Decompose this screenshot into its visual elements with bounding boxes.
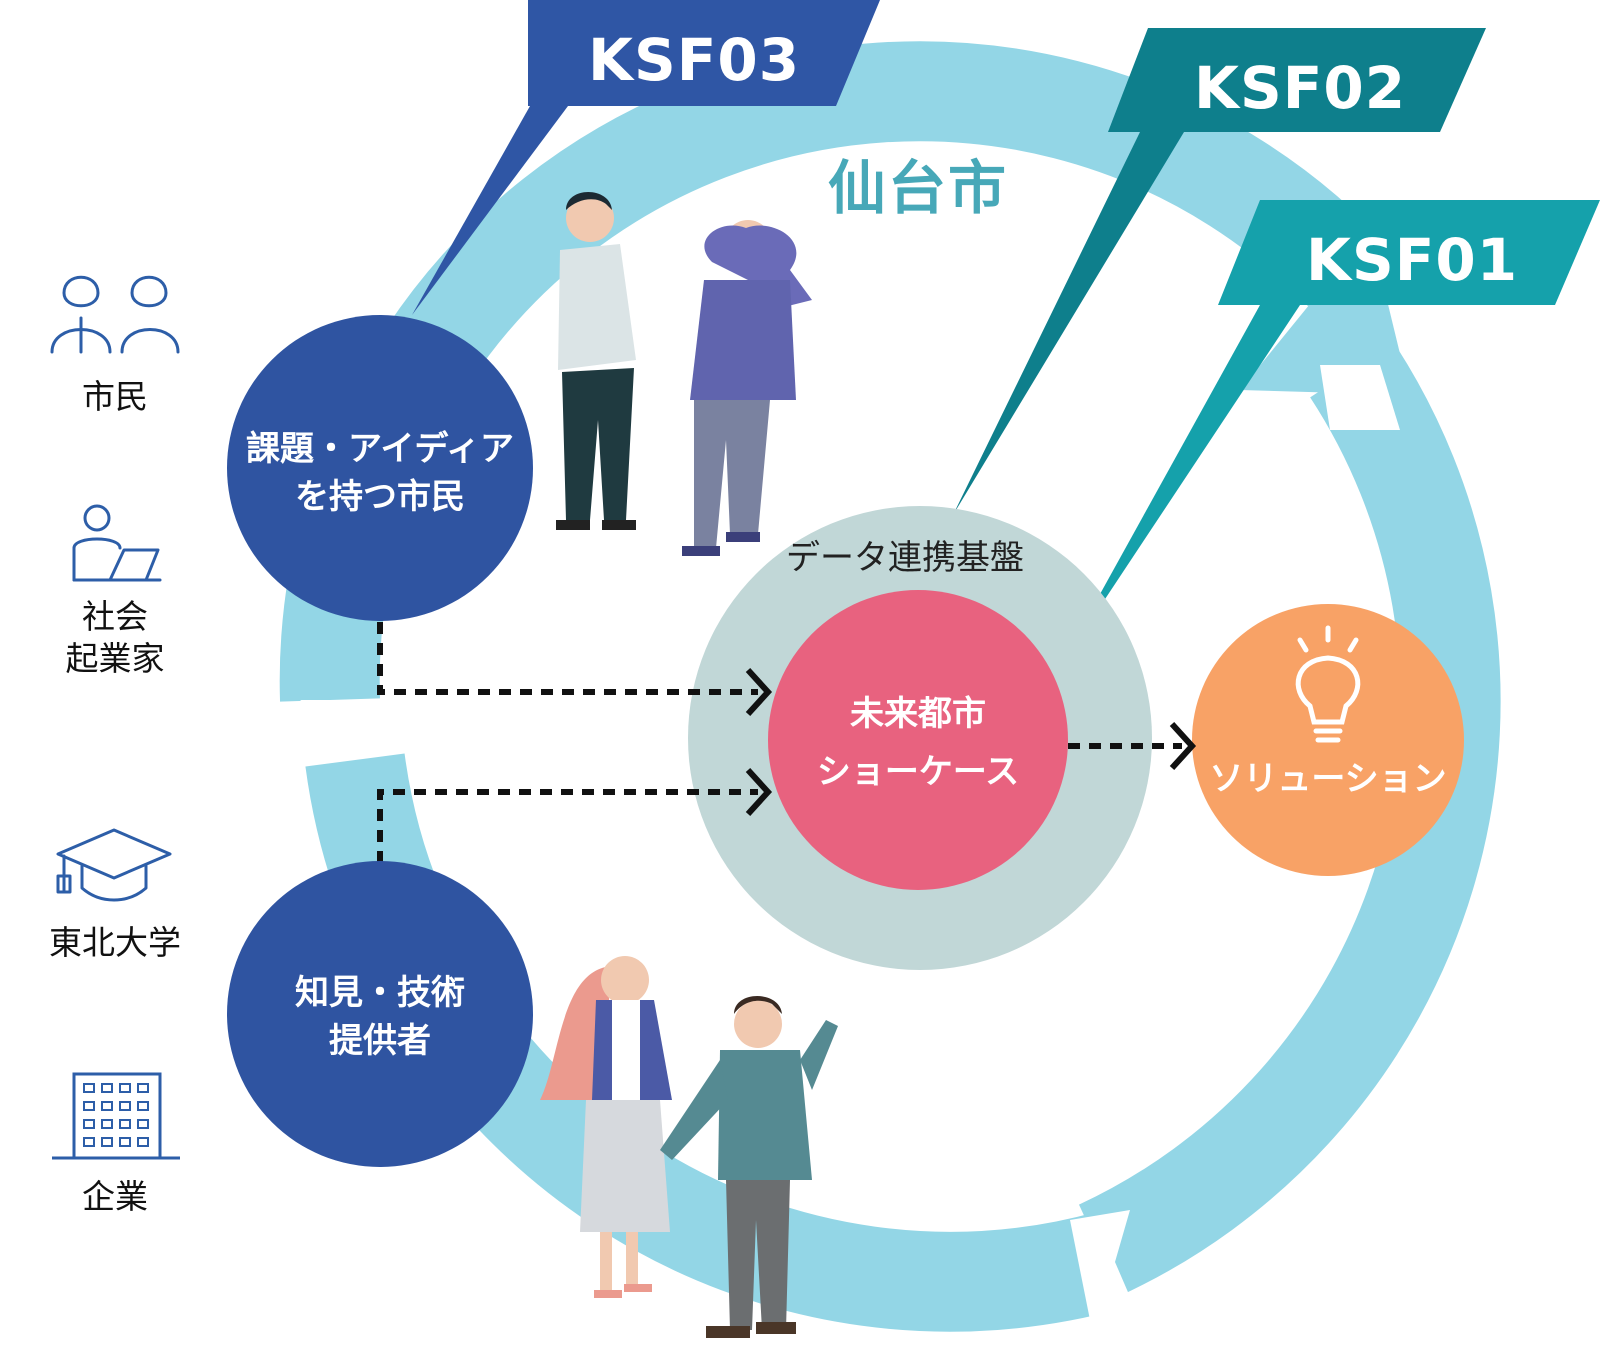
stakeholder-company: 企業 [82, 1177, 148, 1216]
lightbulb-icon [1295, 625, 1361, 743]
provider-circle-line2: 提供者 [329, 1021, 431, 1061]
stakeholder-citizen: 市民 [82, 377, 148, 416]
citizen-to-showcase-path [377, 622, 758, 695]
solution-label: ソリューション [1209, 759, 1446, 799]
ksf01-flag [1218, 200, 1600, 305]
ksf01-label: KSF01 [1306, 226, 1518, 294]
citizen-circle [227, 315, 533, 621]
data-platform-label: データ連携基盤 [786, 538, 1024, 578]
arrowheads [745, 667, 1197, 817]
provider-circle [227, 861, 533, 1167]
stakeholder-university: 東北大学 [49, 923, 181, 962]
office-building-icon [52, 1072, 180, 1160]
showcase-label-line2: ショーケース [817, 752, 1019, 792]
ksf01-pointer [1058, 305, 1300, 670]
ksf02-pointer [953, 132, 1184, 515]
city-label: 仙台市 [828, 154, 1008, 222]
worried-man-illustration [682, 220, 812, 556]
citizens-icon [50, 275, 180, 354]
ksf02-flag [1108, 28, 1486, 132]
citizen-circle-line2: を持つ市民 [295, 477, 465, 517]
flow-arrows [377, 622, 1182, 863]
pointing-man-illustration [660, 996, 838, 1338]
ksf03-label: KSF03 [588, 26, 800, 94]
cycle-notch-right [1320, 365, 1400, 430]
ksf03-flag [528, 0, 880, 106]
ksf01-banner: KSF01 [1058, 200, 1600, 670]
ksf02-banner: KSF02 [953, 28, 1486, 515]
citizen-circle-line1: 課題・アイディア [246, 429, 514, 469]
arrowhead-3 [1169, 721, 1197, 771]
arrowhead-2 [745, 767, 773, 817]
provider-circle-line1: 知見・技術 [295, 973, 465, 1013]
stakeholder-entrepreneur-line1: 社会 [82, 597, 148, 636]
woman-illustration [540, 956, 672, 1298]
ksf03-pointer [412, 106, 568, 315]
ksf03-banner: KSF03 [412, 0, 880, 315]
cycle-notch-left [300, 700, 420, 745]
showcase-circle [768, 590, 1068, 890]
thinking-man-illustration [556, 192, 636, 530]
cycle-arc-right [1078, 342, 1501, 1296]
graduation-cap-icon [56, 828, 172, 902]
stakeholder-entrepreneur-line2: 起業家 [66, 639, 165, 678]
social-entrepreneur-icon [72, 504, 162, 582]
cycle-notch-bottom [1070, 1210, 1140, 1320]
ksf02-label: KSF02 [1194, 54, 1406, 122]
arrowhead-1 [745, 667, 773, 717]
provider-to-showcase-path [377, 789, 758, 863]
showcase-label-line1: 未来都市 [850, 694, 986, 734]
